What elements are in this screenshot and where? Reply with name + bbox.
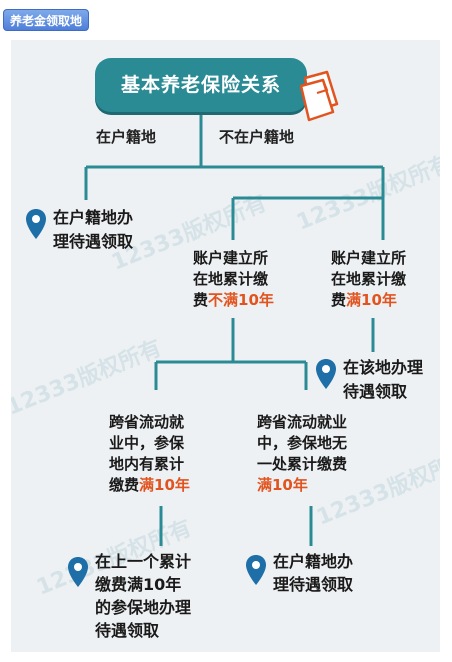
tag-label: 养老金领取地	[3, 9, 89, 31]
document-icon	[299, 70, 339, 122]
node-cross-without: 跨省流动就业 中，参保地无 一处累计缴费 满10年	[257, 413, 348, 494]
branch-label-right: 不在户籍地	[219, 128, 295, 146]
node-hukou-apply-2: 在户籍地办 理待遇领取	[273, 552, 354, 594]
node-cross-with: 跨省流动就 业中，参保 地内有累计 缴费满10年	[109, 413, 190, 494]
node-hukou-apply: 在户籍地办 理待遇领取	[53, 208, 134, 251]
title-box: 基本养老保险关系	[95, 58, 307, 112]
branch-label-left: 在户籍地	[96, 128, 157, 146]
node-account-lt10: 账户建立所 在地累计缴 费不满10年	[193, 249, 274, 309]
infographic-panel: 12333版权所有 12333版权所有 12333版权所有 12333版权所有 …	[11, 40, 440, 652]
location-pin-icon	[68, 557, 88, 587]
location-pin-icon	[26, 209, 46, 239]
location-pin-icon	[246, 555, 266, 585]
node-account-ge10: 账户建立所 在地累计缴 费满10年	[331, 249, 407, 309]
connector-lines	[84, 112, 385, 546]
node-prev-apply: 在上一个累计 缴费满10年 的参保地办理 待遇领取	[95, 552, 192, 640]
node-local-apply: 在该地办理 待遇领取	[343, 358, 424, 401]
location-pin-icon	[316, 359, 336, 389]
